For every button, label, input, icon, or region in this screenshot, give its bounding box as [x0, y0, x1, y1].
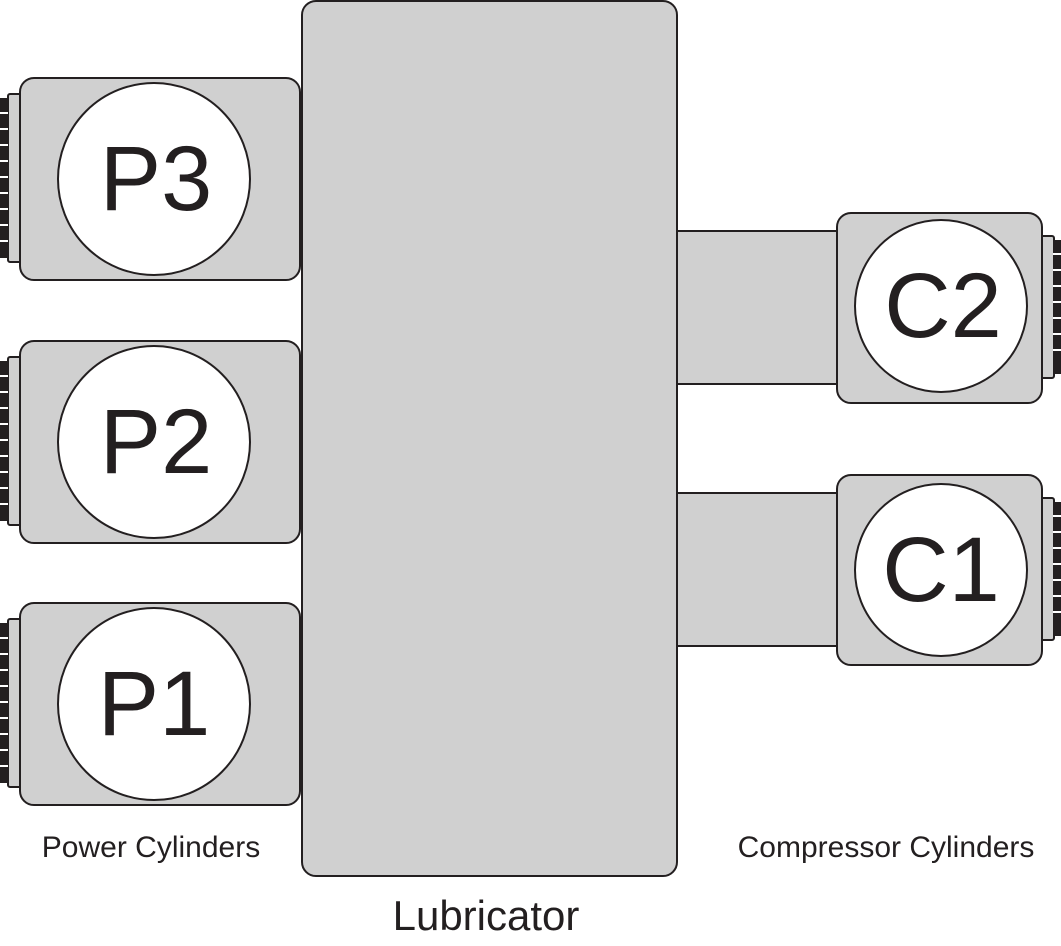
cylinder-label: C2	[884, 255, 1002, 357]
compressor-cylinders-label: Compressor Cylinders	[738, 831, 1035, 864]
fin-gaps	[1053, 515, 1061, 613]
compressor-cylinder-c2: C2	[836, 212, 1061, 404]
power-cylinders-label: Power Cylinders	[42, 831, 260, 864]
connector-arm-c1	[669, 492, 843, 647]
fin-gaps	[1053, 253, 1061, 351]
cylinder-fins	[1053, 240, 1061, 374]
cylinder-bore	[854, 483, 1028, 657]
cylinder-label: P3	[100, 128, 213, 230]
fin-gaps	[0, 637, 8, 767]
connector-arm-c2	[669, 230, 843, 385]
cylinder-bore	[57, 345, 251, 539]
fin-gaps	[0, 375, 8, 505]
power-cylinder-p2: P2	[0, 340, 301, 544]
cylinder-bore	[57, 607, 251, 801]
cylinder-label: C1	[882, 519, 1000, 621]
fin-gaps	[0, 112, 8, 242]
compressor-cylinder-c1: C1	[836, 474, 1061, 666]
cylinder-fins	[1053, 502, 1061, 636]
cylinder-label: P2	[100, 391, 213, 493]
power-cylinder-p3: P3	[0, 77, 301, 281]
cylinder-bore	[854, 219, 1028, 393]
lubricator-label: Lubricator	[393, 892, 580, 939]
cylinder-bore	[57, 82, 251, 276]
lubricator-block	[301, 0, 678, 877]
cylinder-label: P1	[98, 653, 211, 755]
power-cylinder-p1: P1	[0, 602, 301, 806]
